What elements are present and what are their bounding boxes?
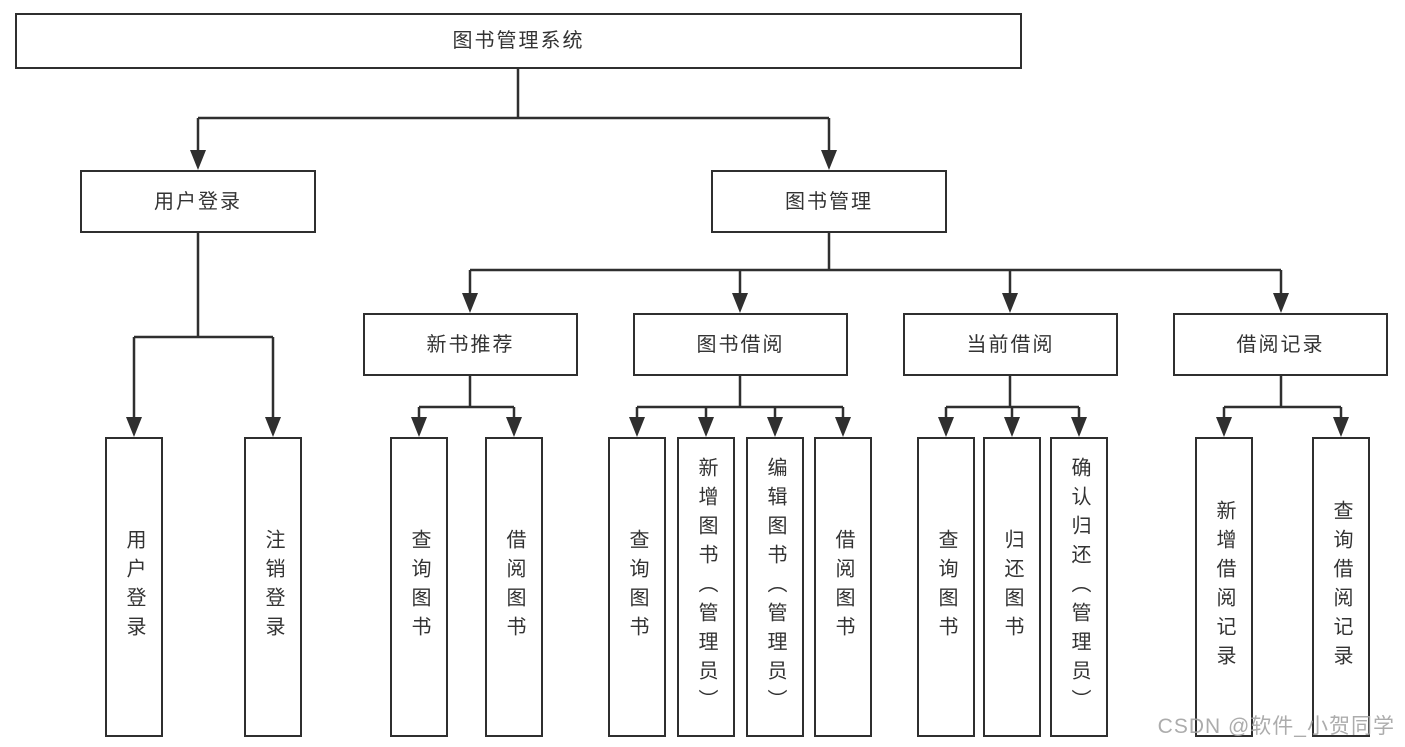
csdn-watermark: CSDN @软件_小贺同学 bbox=[1157, 715, 1395, 738]
leaf-bb-borrow-books: 借阅图书 bbox=[814, 437, 872, 737]
leaf-cb-return-books: 归还图书 bbox=[983, 437, 1041, 737]
leaf-bb-add-books-admin: 新增图书（管理员） bbox=[677, 437, 735, 737]
node-book-management: 图书管理 bbox=[711, 170, 947, 233]
leaf-nbr-query-books: 查询图书 bbox=[390, 437, 448, 737]
leaf-logout: 注销登录 bbox=[244, 437, 302, 737]
node-new-book-recommend: 新书推荐 bbox=[363, 313, 578, 376]
leaf-br-add-record: 新增借阅记录 bbox=[1195, 437, 1253, 737]
leaf-cb-query-books: 查询图书 bbox=[917, 437, 975, 737]
leaf-cb-confirm-return-admin: 确认归还（管理员） bbox=[1050, 437, 1108, 737]
node-user-login: 用户登录 bbox=[80, 170, 316, 233]
node-borrow-records: 借阅记录 bbox=[1173, 313, 1388, 376]
node-root-system: 图书管理系统 bbox=[15, 13, 1022, 69]
leaf-user-login: 用户登录 bbox=[105, 437, 163, 737]
node-current-borrow: 当前借阅 bbox=[903, 313, 1118, 376]
leaf-bb-query-books: 查询图书 bbox=[608, 437, 666, 737]
leaf-nbr-borrow-books: 借阅图书 bbox=[485, 437, 543, 737]
leaf-bb-edit-books-admin: 编辑图书（管理员） bbox=[746, 437, 804, 737]
node-book-borrow: 图书借阅 bbox=[633, 313, 848, 376]
leaf-br-query-record: 查询借阅记录 bbox=[1312, 437, 1370, 737]
